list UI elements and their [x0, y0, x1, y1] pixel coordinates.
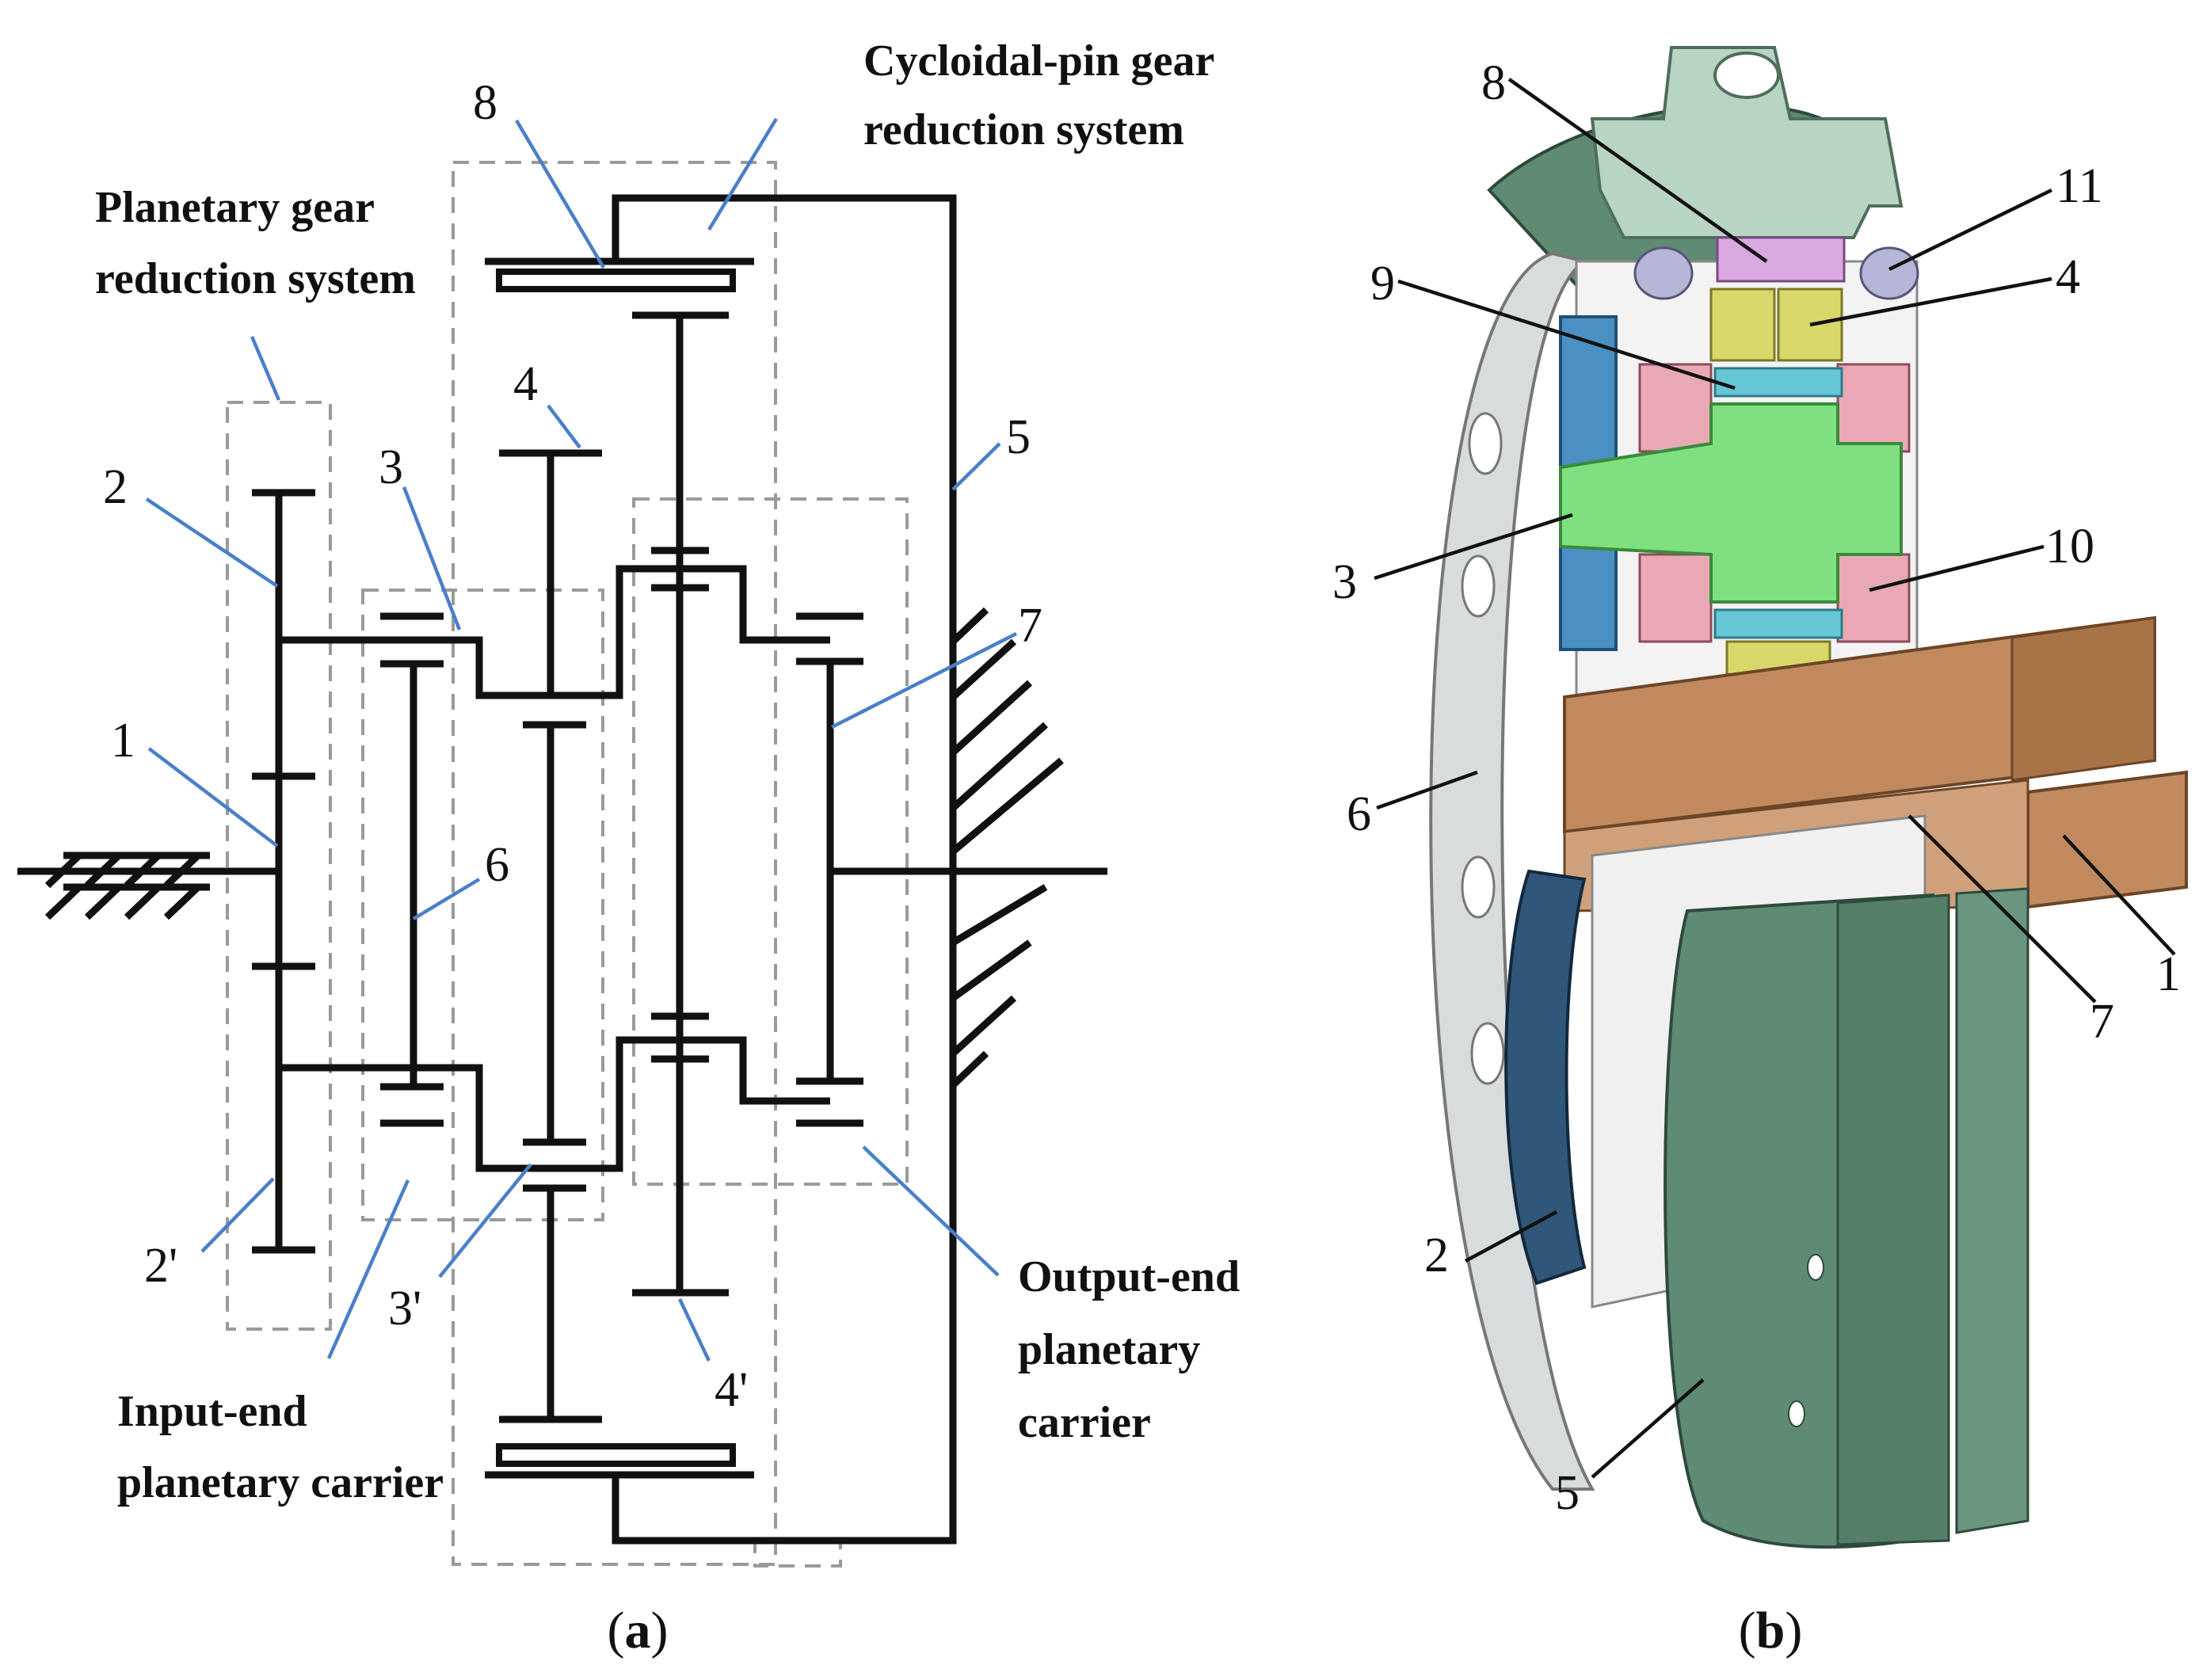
panel-b-cutaway: 8 11 9 4 3 10 6 1 7 2 5 (b)	[1332, 46, 2188, 1659]
label-a-6: 6	[485, 838, 509, 892]
bearing-pink-ur	[1836, 363, 1911, 453]
leader-3p	[438, 1163, 532, 1278]
label-output-line3: carrier	[1018, 1398, 1151, 1447]
leader-b-6	[1376, 770, 1478, 810]
leader-2	[145, 497, 279, 588]
label-cycloidal-line2: reduction system	[863, 105, 1184, 154]
leader-b-5	[1591, 1378, 1705, 1479]
cycloid-8	[1716, 236, 1846, 283]
leader-4	[547, 404, 581, 449]
label-output-line2: planetary	[1018, 1325, 1200, 1374]
label-b-7: 7	[2090, 995, 2114, 1049]
leader-cycloidal	[707, 117, 778, 231]
right-ground-hatch	[950, 607, 1064, 1088]
bearing-pink-ll	[1638, 553, 1713, 643]
leader-2p	[200, 1177, 275, 1253]
cycloidal-system-box	[452, 161, 777, 1566]
leader-output	[862, 1145, 1000, 1277]
label-a-2: 2	[103, 460, 128, 514]
leader-b-11	[1888, 188, 2052, 272]
needle-bearing-lower	[1713, 608, 1843, 639]
pin-ring-top-rect	[496, 269, 736, 292]
label-a-5: 5	[1006, 410, 1031, 464]
flange-hole-3	[1461, 855, 1496, 919]
input-carrier-box	[361, 589, 604, 1221]
needle-bearing-9	[1713, 367, 1843, 398]
input-shaft-1-front	[2026, 770, 2188, 909]
output-carrier-box	[632, 497, 909, 1186]
label-b-3: 3	[1332, 555, 1357, 609]
flange-hole-4	[1470, 1022, 1505, 1085]
housing-hole-b	[1807, 1254, 1824, 1281]
label-b-10: 10	[2045, 520, 2094, 573]
label-a-4p: 4'	[715, 1363, 748, 1417]
leader-7	[830, 631, 1018, 730]
label-a-3: 3	[379, 440, 403, 494]
leader-1	[147, 747, 279, 848]
label-a-3p: 3'	[388, 1282, 421, 1335]
housing-bottom-frame	[612, 871, 957, 1545]
pin-ring-bottom-rect	[496, 1443, 736, 1467]
label-planetary-line2: reduction system	[95, 254, 416, 303]
label-a-4: 4	[513, 357, 538, 411]
leader-b-2	[1464, 1210, 1558, 1263]
label-a-8: 8	[473, 76, 497, 130]
leader-4p	[677, 1298, 711, 1362]
left-ground-hatch	[44, 851, 210, 920]
label-b-11: 11	[2056, 159, 2103, 213]
ball-bearing-left	[1633, 246, 1694, 300]
input-shaft-1-bore	[2010, 616, 2156, 782]
leader-b-8	[1507, 78, 1768, 263]
output-bottom-box	[753, 1539, 842, 1568]
label-b-8: 8	[1481, 56, 1506, 110]
ball-bearing-11	[1859, 246, 1919, 300]
label-planetary-line1: Planetary gear	[95, 183, 375, 232]
crankshaft-3	[1559, 402, 1903, 604]
leader-5	[951, 442, 1001, 491]
gear-2-dark-blue	[1504, 869, 1587, 1286]
leader-b-9	[1397, 279, 1736, 390]
housing-hole-a	[1788, 1400, 1805, 1427]
label-b-5: 5	[1555, 1466, 1580, 1520]
leader-b-4	[1809, 276, 2052, 327]
label-input-line1: Input-end	[117, 1387, 307, 1436]
pin-yellow-l	[1709, 288, 1776, 362]
label-a-1: 1	[111, 714, 135, 768]
label-b-6: 6	[1347, 787, 1371, 841]
bearing-pink-lr-10	[1836, 553, 1911, 643]
leader-3	[402, 486, 462, 630]
leader-b-7	[1907, 814, 2097, 1004]
leader-b-10	[1869, 544, 2045, 592]
leader-8	[515, 119, 605, 269]
label-a-2p: 2'	[144, 1239, 177, 1293]
label-b-2: 2	[1424, 1229, 1449, 1282]
leader-6	[412, 878, 481, 920]
leader-b-1	[2062, 834, 2176, 956]
caption-a: (a)	[608, 1602, 669, 1659]
housing-front-band-right	[1836, 893, 1950, 1546]
planetary-system-box	[226, 401, 332, 1331]
flange-hole-1	[1468, 412, 1503, 475]
label-output-line1: Output-end	[1018, 1252, 1240, 1301]
caption-b: (b)	[1739, 1602, 1803, 1659]
label-a-7: 7	[1018, 599, 1042, 653]
leader-input	[326, 1179, 410, 1359]
panel-a-schematic: 8 2 3 4 5 7 1 6 2' 3' 4' Cycloidal-pin g…	[17, 36, 1240, 1659]
housing-front-band-far	[1955, 887, 2029, 1534]
flange-hole-2	[1461, 554, 1496, 618]
label-cycloidal-line1: Cycloidal-pin gear	[863, 36, 1214, 86]
label-b-4: 4	[2056, 250, 2080, 304]
label-input-line2: planetary carrier	[117, 1458, 444, 1507]
label-b-1: 1	[2156, 947, 2181, 1001]
leader-planetary	[250, 336, 281, 401]
housing-top-frame	[612, 194, 957, 871]
label-b-9: 9	[1370, 257, 1395, 310]
housing-top-flange	[1590, 46, 1904, 239]
flange-hole-top	[1713, 51, 1780, 99]
leader-b-3	[1374, 512, 1573, 581]
